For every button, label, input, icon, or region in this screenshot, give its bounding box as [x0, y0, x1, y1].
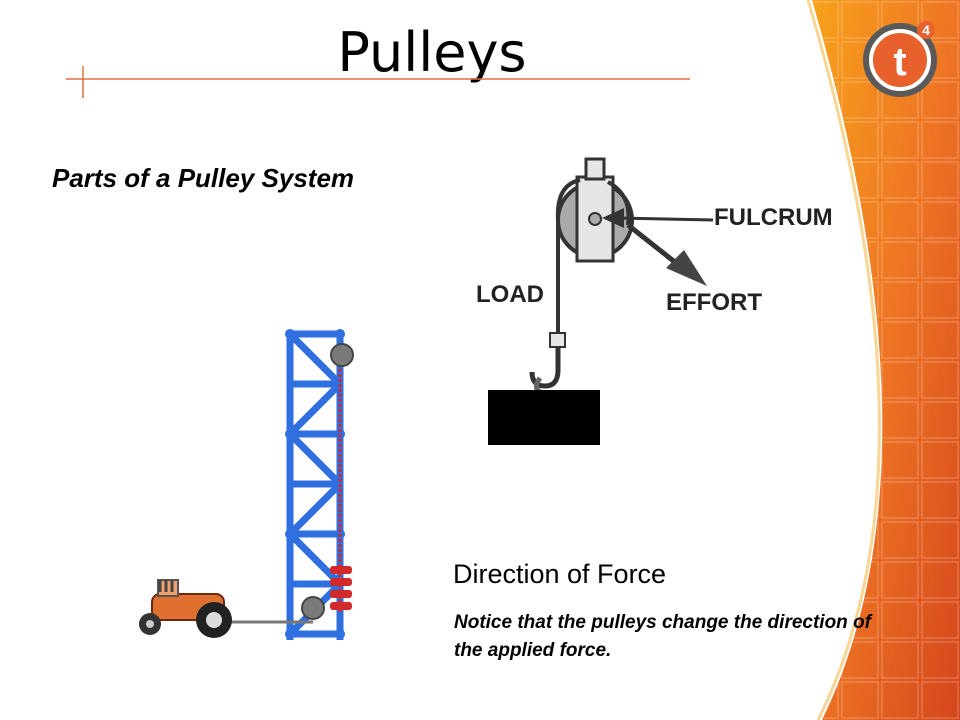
load-label: LOAD [476, 281, 544, 308]
pulley-diagram [488, 157, 714, 445]
page-title: Pulleys [337, 21, 527, 84]
section-subtitle: Parts of a Pulley System [52, 163, 355, 193]
logo-letter: t [893, 40, 906, 84]
effort-label: EFFORT [666, 289, 762, 316]
fulcrum-label: FULCRUM [714, 204, 833, 231]
tower-pulley-illustration [139, 329, 354, 640]
title-underline [66, 66, 690, 98]
direction-heading: Direction of Force [453, 559, 667, 589]
direction-note: Notice that the pulleys change the direc… [454, 612, 871, 661]
t4-logo: t 4 [863, 21, 937, 97]
logo-superscript: 4 [922, 22, 930, 38]
